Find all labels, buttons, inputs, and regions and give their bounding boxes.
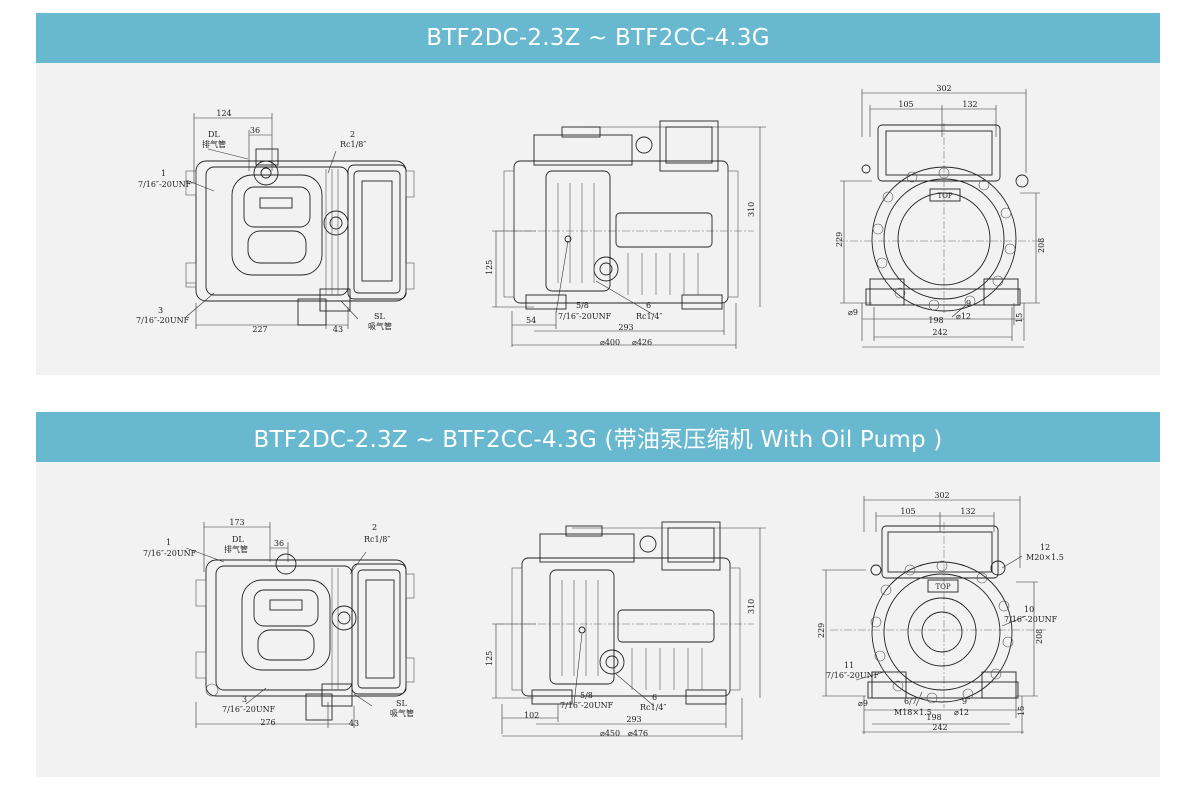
conn-2-num: 2 xyxy=(350,130,355,139)
dim-476: ⌀476 xyxy=(628,729,648,738)
dim-36: 36 xyxy=(274,539,284,548)
dim-208: 208 xyxy=(1035,629,1044,644)
dim-102: 102 xyxy=(524,711,539,720)
drawing-section-standard: BTF2DC-2.3Z ~ BTF2CC-4.3G xyxy=(36,13,1160,375)
conn-3-thread: 7/16″-20UNF xyxy=(222,705,276,714)
suction-label: SL xyxy=(374,312,385,321)
dim-173: 173 xyxy=(229,518,244,527)
conn-11-thread: 7/16″-20UNF xyxy=(826,671,880,680)
dim-310: 310 xyxy=(747,202,756,217)
dim-198: 198 xyxy=(926,713,941,722)
conn-67-num: 6/7 xyxy=(904,697,917,706)
dim-400: ⌀400 xyxy=(600,338,620,347)
dim-302: 302 xyxy=(934,491,949,500)
dim-293: 293 xyxy=(626,715,641,724)
conn-6-thread: Rc1/4″ xyxy=(636,312,662,321)
dim-15: 15 xyxy=(1015,313,1024,323)
dim-125: 125 xyxy=(485,260,494,275)
dim-132: 132 xyxy=(960,507,975,516)
suction-cn: 吸气管 xyxy=(368,321,392,331)
dim-426: ⌀426 xyxy=(632,338,652,347)
conn-1-thread: 7/16″-20UNF xyxy=(138,180,192,189)
conn-2-thread: Rc1/8″ xyxy=(364,535,390,544)
conn-5-num: 5/8 xyxy=(580,691,593,700)
top-badge: TOP xyxy=(935,583,950,591)
dim-293: 293 xyxy=(618,323,633,332)
dim-54: 54 xyxy=(526,316,536,325)
dim-105: 105 xyxy=(900,507,915,516)
conn-10-num: 10 xyxy=(1024,605,1034,614)
drawing-section-oil-pump: BTF2DC-2.3Z ~ BTF2CC-4.3G (带油泵压缩机 With O… xyxy=(36,412,1160,777)
discharge-label: DL xyxy=(232,535,244,544)
conn-9-num: 9 xyxy=(962,697,967,706)
conn-3-thread: 7/16″-20UNF xyxy=(136,316,190,325)
dim-43: 43 xyxy=(349,719,359,728)
conn-3-num: 3 xyxy=(242,695,247,704)
dim-43: 43 xyxy=(333,325,343,334)
conn-5-num: 5/8 xyxy=(576,301,589,310)
conn-2-thread: Rc1/8″ xyxy=(340,140,366,149)
suction-label: SL xyxy=(396,699,407,708)
side-view: 173 36 DL 排气管 1 7/16″-20UNF 2 Rc1/8″ 3 7… xyxy=(143,518,415,728)
dim-9: ⌀9 xyxy=(858,699,868,708)
dim-105: 105 xyxy=(898,100,913,109)
conn-6-thread: Rc1/4″ xyxy=(640,703,666,712)
front-view: 310 125 102 5/8 7/16″-20UNF 6 Rc1/4″ 293… xyxy=(485,521,766,740)
conn-2-num: 2 xyxy=(372,523,377,532)
side-view: 124 36 DL 排气管 1 7/16″-20UNF 2 Rc1/8″ 3 7… xyxy=(136,109,415,334)
discharge-cn: 排气管 xyxy=(202,139,226,149)
dim-208: 208 xyxy=(1037,238,1046,253)
dim-450: ⌀450 xyxy=(600,729,620,738)
top-badge: TOP xyxy=(937,192,952,200)
section-title: BTF2DC-2.3Z ~ BTF2CC-4.3G xyxy=(36,13,1160,63)
section-title: BTF2DC-2.3Z ~ BTF2CC-4.3G (带油泵压缩机 With O… xyxy=(36,412,1160,462)
dim-15: 15 xyxy=(1017,706,1026,716)
conn-1-num: 1 xyxy=(161,169,166,178)
dim-242: 242 xyxy=(932,328,947,337)
discharge-cn: 排气管 xyxy=(224,544,248,554)
dim-227: 227 xyxy=(252,325,267,334)
conn-9-thread: ⌀12 xyxy=(954,708,969,717)
discharge-label: DL xyxy=(208,130,220,139)
dim-36: 36 xyxy=(250,126,260,135)
dim-125: 125 xyxy=(485,651,494,666)
dim-310: 310 xyxy=(747,599,756,614)
conn-5-thread: 7/16″-20UNF xyxy=(558,312,612,321)
dim-276: 276 xyxy=(260,718,275,727)
end-view: TOP 302 105 132 12 M20×1.5 10 7/16″-20UN… xyxy=(817,491,1064,734)
dim-302: 302 xyxy=(936,84,951,93)
suction-cn: 吸气管 xyxy=(390,708,414,718)
dim-9: ⌀9 xyxy=(848,308,858,317)
conn-12-thread: M20×1.5 xyxy=(1026,553,1064,562)
conn-6-num: 6 xyxy=(646,301,651,310)
conn-11-num: 11 xyxy=(844,661,854,670)
dim-229: 229 xyxy=(817,623,826,638)
conn-6-num: 6 xyxy=(652,693,657,702)
dim-242: 242 xyxy=(932,723,947,732)
conn-10-thread: 7/16″-20UNF xyxy=(1004,615,1058,624)
conn-67-thread: M18×1.5 xyxy=(894,708,932,717)
dim-124: 124 xyxy=(216,109,231,118)
conn-1-thread: 7/16″-20UNF xyxy=(143,549,197,558)
dim-132: 132 xyxy=(962,100,977,109)
conn-5-thread: 7/16″-20UNF xyxy=(560,701,614,710)
dim-198: 198 xyxy=(928,316,943,325)
dim-229: 229 xyxy=(835,232,844,247)
conn-1-num: 1 xyxy=(166,538,171,547)
conn-3-num: 3 xyxy=(158,306,163,315)
technical-drawing: 173 36 DL 排气管 1 7/16″-20UNF 2 Rc1/8″ 3 7… xyxy=(36,462,1160,777)
technical-drawing: 124 36 DL 排气管 1 7/16″-20UNF 2 Rc1/8″ 3 7… xyxy=(36,63,1160,375)
front-view: 310 125 54 5/8 7/16″-20UNF 6 Rc1/4″ 293 … xyxy=(485,120,766,349)
end-view: TOP 302 105 132 229 208 ⌀9 9 ⌀12 198 242… xyxy=(835,84,1046,348)
conn-9-thread: ⌀12 xyxy=(956,312,971,321)
conn-9-num: 9 xyxy=(966,299,971,308)
conn-12-num: 12 xyxy=(1040,543,1050,552)
